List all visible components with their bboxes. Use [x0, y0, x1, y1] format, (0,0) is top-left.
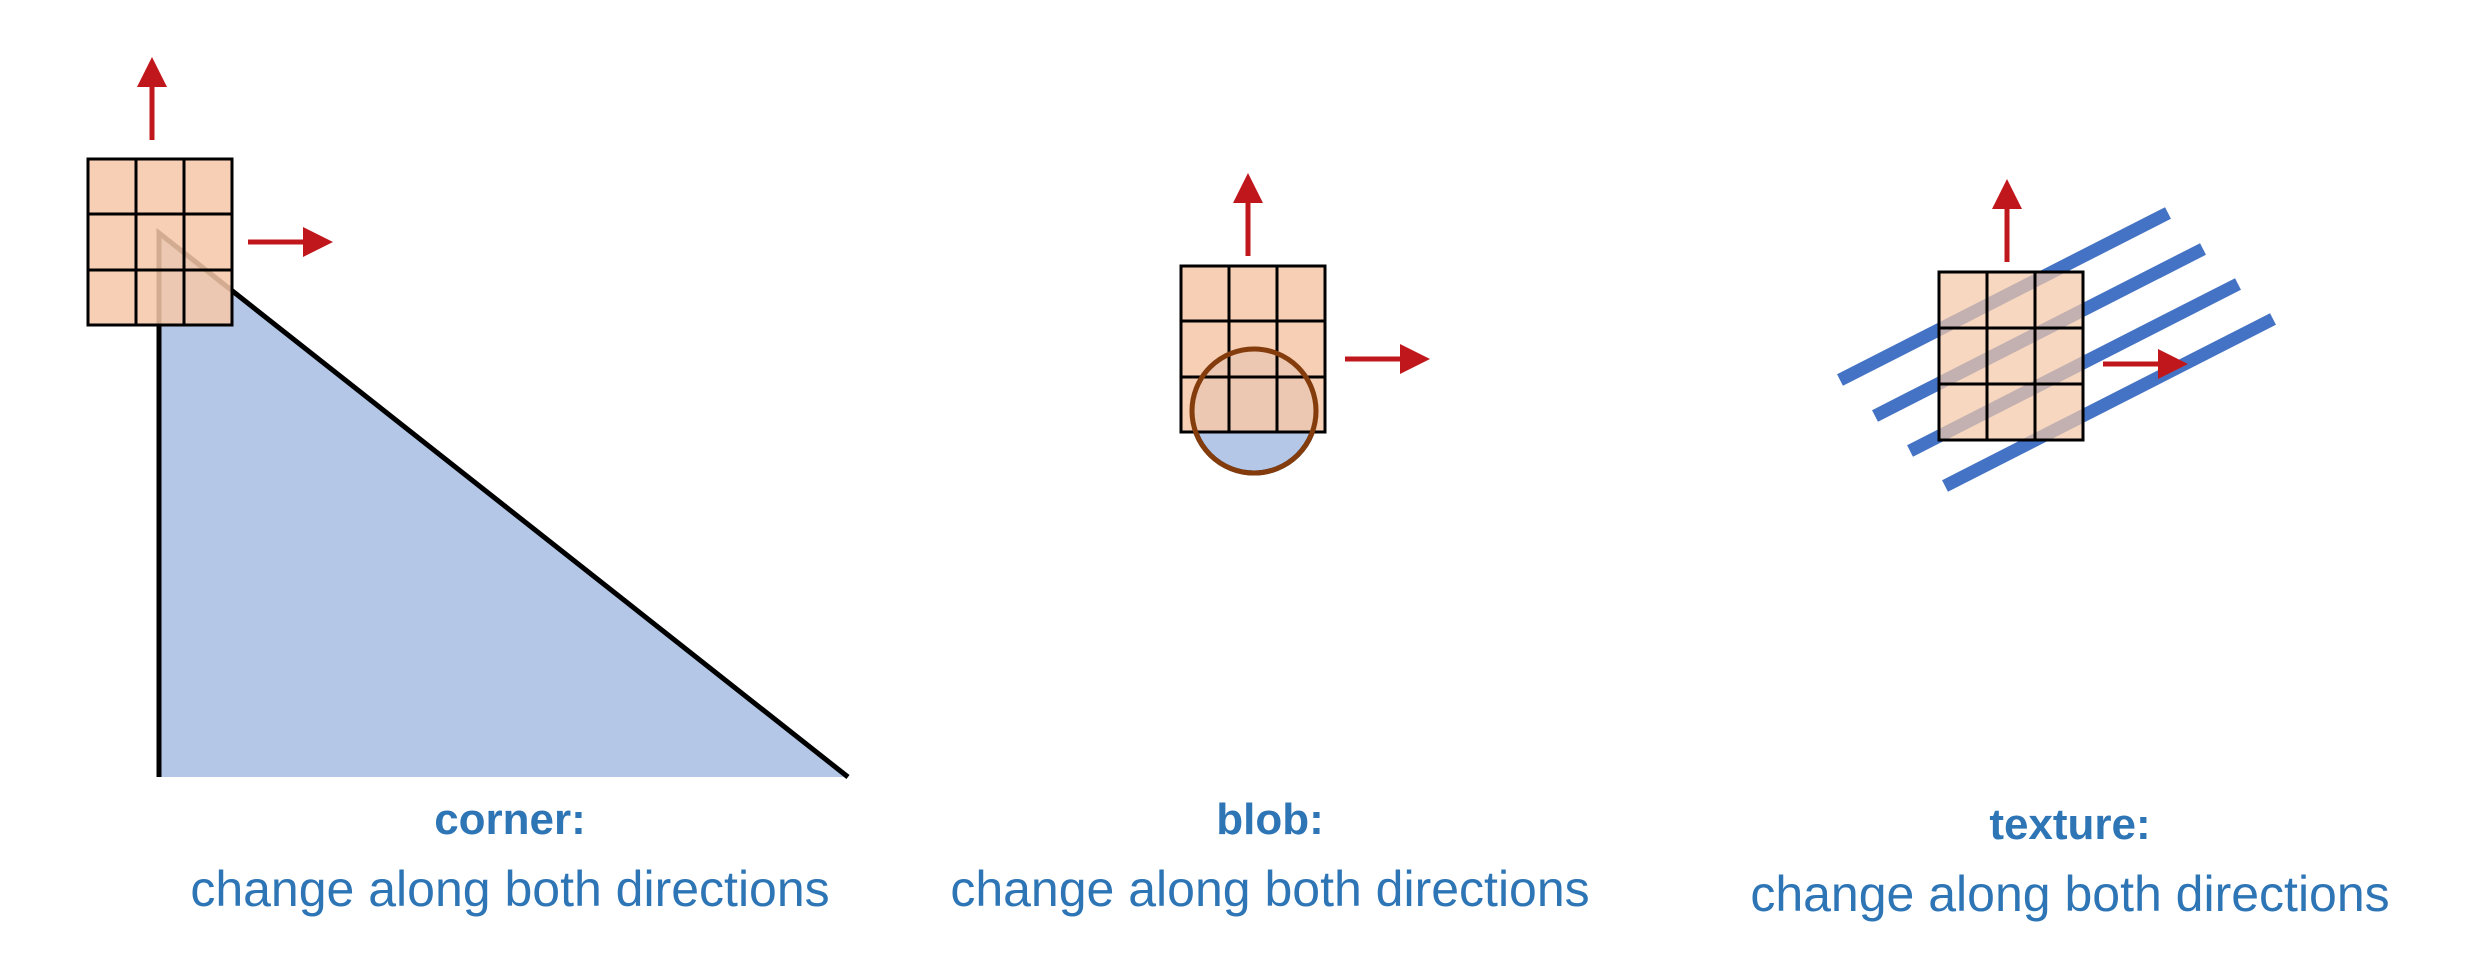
- blob-description: change along both directions: [950, 861, 1590, 917]
- corner-window: [86, 157, 234, 327]
- texture-panel: [1837, 179, 2276, 492]
- blob-window: [1179, 264, 1327, 434]
- blob-outline: [1189, 346, 1319, 476]
- texture-caption: texture: change along both directions: [1710, 800, 2430, 922]
- corner-title: corner:: [434, 795, 586, 844]
- texture-description: change along both directions: [1750, 866, 2390, 922]
- blob-caption: blob: change along both directions: [910, 795, 1630, 917]
- texture-title: texture:: [1989, 800, 2151, 849]
- blob-panel: [1179, 173, 1430, 476]
- texture-window: [1937, 270, 2085, 442]
- corner-panel: [86, 57, 850, 779]
- corner-description: change along both directions: [190, 861, 830, 917]
- corner-caption: corner: change along both directions: [150, 795, 870, 917]
- blob-title: blob:: [1216, 795, 1324, 844]
